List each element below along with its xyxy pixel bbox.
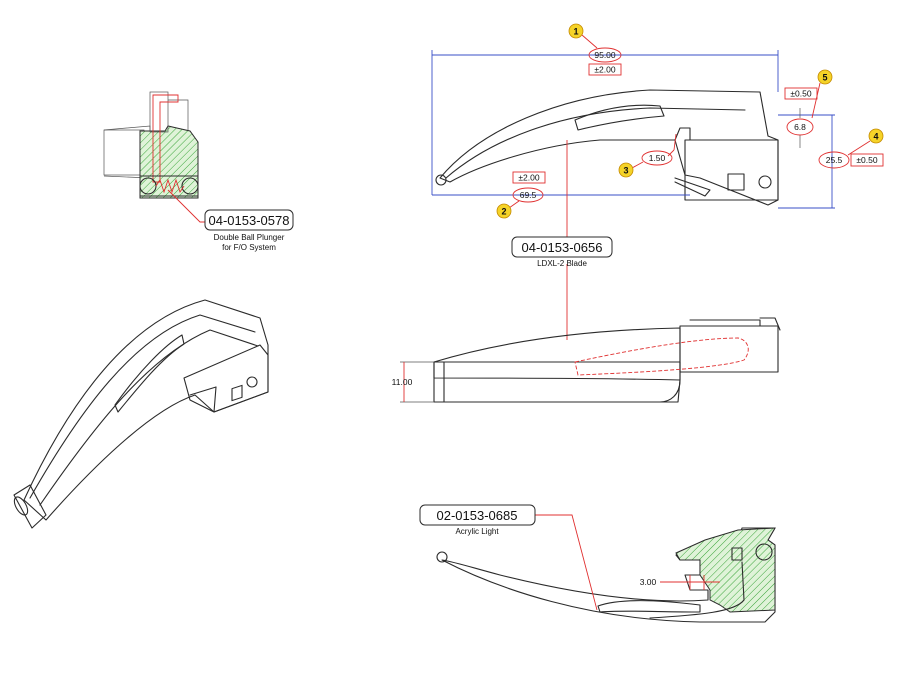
dimension-value: 6.8 — [794, 122, 806, 132]
dimension-callout-4: 4 25.5 ±0.50 — [818, 128, 884, 169]
dimension-value: 1.50 — [649, 153, 666, 163]
part-label-blade: 04-0153-0656 LDXL-2 Blade — [511, 140, 613, 340]
part-number: 04-0153-0656 — [522, 240, 603, 255]
dimension-callout-2: ±2.00 69.5 2 — [496, 171, 546, 219]
blade-side-view: 11.00 — [392, 317, 781, 403]
dimension-value: 95.00 — [594, 50, 616, 60]
dimension-value: 25.5 — [826, 155, 843, 165]
dimension-value: 11.00 — [392, 377, 413, 387]
part-number: 02-0153-0685 — [437, 508, 518, 523]
part-label-plunger: 04-0153-0578 Double Ball Plunger for F/O… — [204, 209, 294, 252]
part-description: LDXL-2 Blade — [537, 259, 587, 268]
part-description: for F/O System — [222, 243, 276, 252]
dimension-tolerance: ±0.50 — [790, 89, 811, 99]
balloon-number: 1 — [573, 27, 578, 37]
dimension-callout-5: 5 ±0.50 6.8 — [784, 69, 833, 136]
light-hatched-section — [675, 527, 776, 613]
dimension-tolerance: ±2.00 — [518, 173, 539, 183]
dimension-callout-3: 1.50 3 — [618, 133, 677, 178]
part-description: Double Ball Plunger — [214, 233, 285, 242]
dimension-tolerance: ±0.50 — [856, 155, 877, 165]
plunger-section-view — [103, 91, 205, 223]
part-label-acrylic-light: 02-0153-0685 Acrylic Light — [419, 504, 598, 611]
balloon-number: 2 — [501, 207, 506, 217]
dimension-value: 3.00 — [640, 577, 657, 587]
plunger-hatched-body — [139, 125, 199, 199]
balloon-number: 5 — [822, 73, 827, 83]
balloon-number: 4 — [873, 132, 878, 142]
blade-section-view: 3.00 — [436, 527, 776, 623]
balloon-number: 3 — [623, 166, 628, 176]
blade-top-view — [435, 89, 779, 206]
dimension-lines — [431, 50, 835, 209]
isometric-blade-view — [13, 299, 269, 529]
dimension-callout-1: 1 95.00 ±2.00 — [568, 23, 622, 76]
dimension-value: 69.5 — [520, 190, 537, 200]
part-number: 04-0153-0578 — [209, 213, 290, 228]
dimension-tolerance: ±2.00 — [594, 65, 615, 75]
part-description: Acrylic Light — [455, 527, 499, 536]
